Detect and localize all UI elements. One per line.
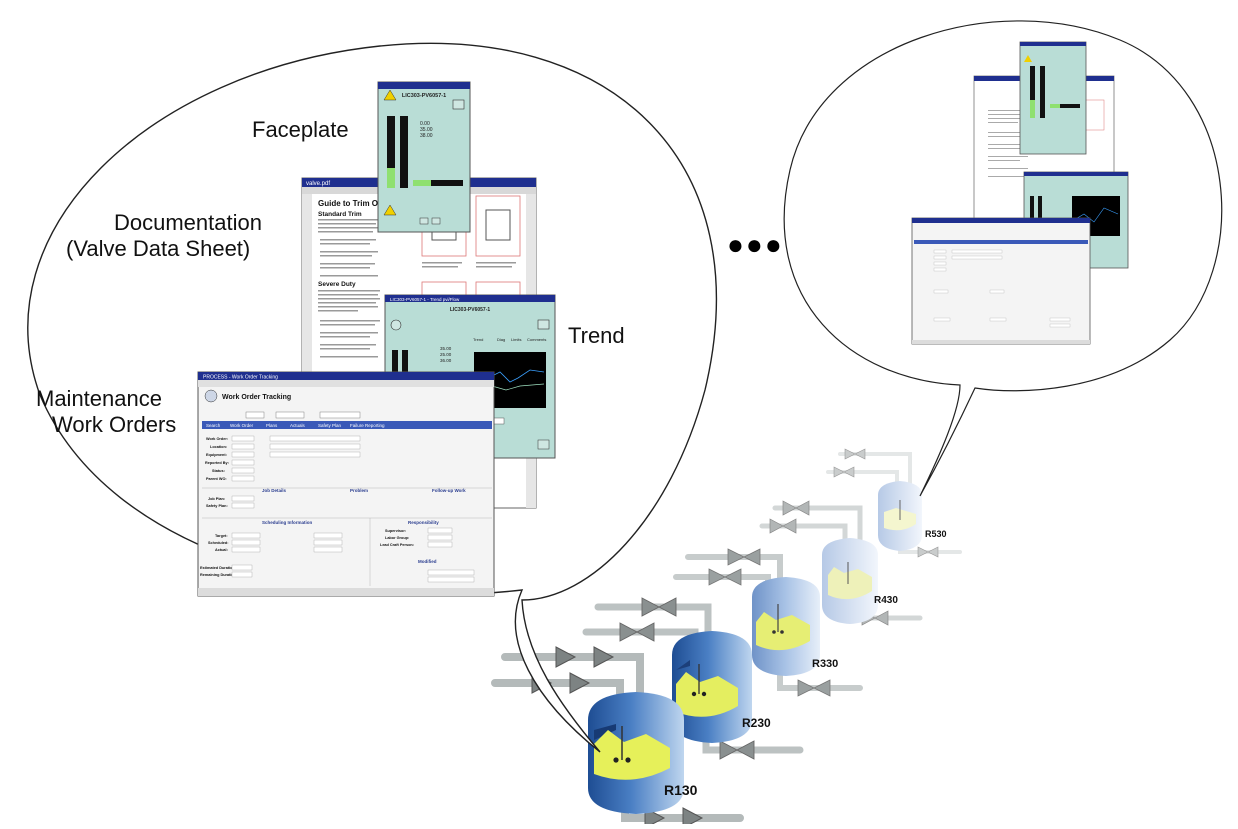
reactor-label-r130: R130 bbox=[664, 782, 698, 798]
wo-field-equipment: Equipment: bbox=[206, 453, 227, 457]
wo-tab-failure-reporting[interactable]: Failure Reporting bbox=[350, 423, 385, 428]
wo-tab-safety-plan[interactable]: Safety Plan bbox=[318, 423, 342, 428]
tank-r330 bbox=[752, 577, 820, 676]
tank-r230 bbox=[672, 631, 752, 743]
faceplate-window: LIC303-PV6057-1 0.00 35.00 38.00 bbox=[377, 81, 471, 233]
wo-section-scheduling: Scheduling Information bbox=[262, 520, 313, 525]
trend-value-3: 36.00 bbox=[440, 358, 452, 363]
label-documentation: Documentation bbox=[114, 210, 262, 235]
trend-tab-diag[interactable]: Diag bbox=[497, 337, 505, 342]
doc-text-lines bbox=[318, 219, 380, 277]
label-work-orders: Work Orders bbox=[52, 412, 176, 437]
wo-section-problem: Problem bbox=[350, 488, 368, 493]
doc-section-severe: Severe Duty bbox=[318, 281, 356, 288]
valve-icon bbox=[619, 597, 755, 760]
doc-title: valve.pdf bbox=[306, 181, 330, 187]
faceplate-button[interactable] bbox=[452, 99, 465, 110]
trend-title: LIC303-PV6057-1 - Trend pvi/Flow bbox=[390, 297, 460, 302]
valve-icon bbox=[833, 448, 939, 558]
wo-section-follow-up: Follow-up Work bbox=[432, 488, 466, 493]
trend-value-2: 25.00 bbox=[440, 352, 452, 357]
wo-app-title: Work Order Tracking bbox=[222, 394, 291, 401]
trend-tab-limits[interactable]: Limits bbox=[511, 337, 521, 342]
wo-field-labor-group: Labor Group: bbox=[385, 536, 409, 540]
wo-field-estimated-duration: Estimated Duration: bbox=[200, 566, 236, 570]
wo-field-status: Status: bbox=[212, 469, 225, 473]
trend-tab-trend[interactable]: Trend bbox=[473, 337, 483, 342]
valve-icon bbox=[531, 646, 704, 829]
reactor-label-r330: R330 bbox=[812, 658, 838, 670]
tank-r530 bbox=[878, 481, 922, 551]
wo-tab-work-order[interactable]: Work Order bbox=[230, 423, 254, 428]
trend-tab-comments[interactable]: Comments bbox=[527, 337, 546, 342]
trend-header: LIC303-PV6057-1 bbox=[450, 307, 491, 313]
wo-field-parent-wo: Parent WO: bbox=[206, 477, 227, 481]
warning-icon bbox=[383, 89, 397, 101]
wo-field-safety-plan: Safety Plan: bbox=[206, 504, 228, 508]
wo-field-lead-craft: Lead Craft Person: bbox=[380, 543, 414, 547]
reactor-label-r530: R530 bbox=[925, 529, 947, 539]
faceplate-value-3: 38.00 bbox=[420, 133, 433, 139]
label-trend: Trend bbox=[568, 323, 625, 348]
reactor-label-r430: R430 bbox=[874, 595, 898, 606]
reactor-label-r230: R230 bbox=[742, 716, 771, 730]
faceplate-value-2: 35.00 bbox=[420, 127, 433, 133]
label-valve-data-sheet: (Valve Data Sheet) bbox=[66, 236, 250, 261]
ellipsis-dots: ●●● bbox=[727, 229, 784, 260]
valve-icon bbox=[708, 548, 831, 697]
wo-field-target: Target: bbox=[215, 534, 228, 538]
wo-window-title: PROCESS - Work Order Tracking bbox=[203, 375, 278, 381]
doc-heading: Guide to Trim Options bbox=[318, 199, 403, 208]
wo-field-scheduled: Scheduled: bbox=[208, 541, 228, 545]
tank-r130 bbox=[588, 692, 684, 814]
faceplate-value-1: 0.00 bbox=[420, 121, 430, 127]
wo-field-actual: Actual: bbox=[215, 548, 228, 552]
faceplate-title: LIC303-PV6057-1 bbox=[402, 93, 446, 99]
wo-field-work-order: Work Order: bbox=[206, 437, 228, 441]
wo-field-reported-by: Reported By: bbox=[205, 461, 229, 465]
wo-field-location: Location: bbox=[210, 445, 227, 449]
wo-section-modified: Modified bbox=[418, 559, 437, 564]
trend-tabs: Trend Diag Limits Comments bbox=[473, 337, 546, 342]
wo-field-supervisor: Supervisor: bbox=[385, 529, 406, 533]
label-maintenance: Maintenance bbox=[36, 386, 162, 411]
mini-windows bbox=[911, 41, 1129, 345]
wo-section-responsibility: Responsibility bbox=[408, 520, 439, 525]
label-faceplate: Faceplate bbox=[252, 117, 349, 142]
doc-section-standard: Standard Trim bbox=[318, 211, 362, 218]
app-icon bbox=[204, 389, 218, 403]
wo-tab-search[interactable]: Search bbox=[206, 423, 221, 428]
work-order-window: PROCESS - Work Order Tracking Work Order… bbox=[197, 371, 495, 597]
wo-tab-actuals[interactable]: Actuals bbox=[290, 423, 306, 428]
wo-section-job-details: Job Details bbox=[262, 488, 287, 493]
wo-field-remaining-duration: Remaining Duration: bbox=[200, 573, 237, 577]
tank-r430 bbox=[822, 538, 878, 624]
valves bbox=[531, 448, 939, 829]
wo-field-job-plan: Job Plan: bbox=[208, 497, 225, 501]
gear-icon bbox=[390, 319, 402, 331]
wo-tab-plans[interactable]: Plans bbox=[266, 423, 278, 428]
valve-icon bbox=[769, 500, 889, 626]
trend-value-1: 35.00 bbox=[440, 346, 452, 351]
